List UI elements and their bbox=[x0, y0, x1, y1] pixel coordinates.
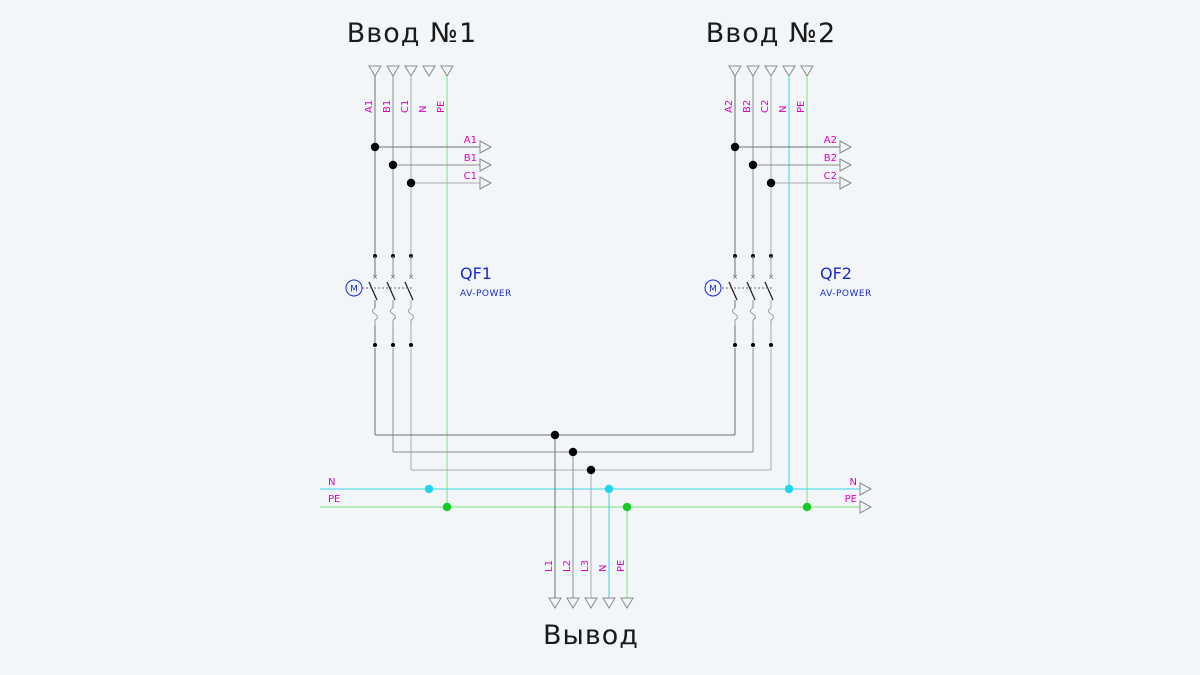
input1-terminal-n bbox=[422, 65, 436, 77]
bus-left-label-n: N bbox=[328, 477, 335, 488]
input1-label-pe: PE bbox=[436, 101, 447, 113]
output-label-pe: PE bbox=[616, 560, 627, 572]
tap1-label-b: B1 bbox=[464, 153, 477, 164]
input1-label-a: A1 bbox=[364, 100, 375, 113]
junction-pe-input1 bbox=[442, 502, 452, 512]
output-arrow-pe bbox=[620, 597, 634, 609]
input1-terminal-c bbox=[404, 65, 418, 77]
tap1-arrow-c bbox=[479, 176, 493, 190]
input1-terminal-b bbox=[386, 65, 400, 77]
tap2-label-c: C2 bbox=[824, 171, 837, 182]
qf1-name: QF1 bbox=[460, 264, 492, 283]
common-bus: N PE N PE L1 L2 L3 N PE bbox=[320, 430, 873, 609]
output-arrow-l3 bbox=[584, 597, 598, 609]
input2-terminal-a bbox=[728, 65, 742, 77]
bus-pe-arrow bbox=[859, 500, 873, 514]
breaker-qf2: × × × M bbox=[704, 254, 776, 348]
input1-label-b: B1 bbox=[382, 100, 393, 113]
input2-terminal-b bbox=[746, 65, 760, 77]
bus-n-arrow bbox=[859, 482, 873, 496]
input1-terminal-pe bbox=[440, 65, 454, 77]
output-arrow-n bbox=[602, 597, 616, 609]
qf1-motor-label: M bbox=[350, 285, 358, 295]
tap2-label-b: B2 bbox=[824, 153, 837, 164]
tap1-junction-b bbox=[388, 160, 398, 170]
output-arrow-l1 bbox=[548, 597, 562, 609]
output-label-n: N bbox=[598, 565, 609, 572]
output-title: Вывод bbox=[543, 620, 639, 651]
svg-text:×: × bbox=[732, 273, 738, 281]
bus-left-label-pe: PE bbox=[328, 494, 340, 505]
input2-label-n: N bbox=[778, 106, 789, 113]
output-label-l1: L1 bbox=[544, 560, 555, 572]
junction-pe-output bbox=[622, 502, 632, 512]
input2-terminal-n bbox=[782, 65, 796, 77]
input1-group: A1 B1 C1 N PE A1 B1 C1 × × bbox=[345, 65, 512, 507]
input1-title: Ввод №1 bbox=[347, 18, 477, 49]
bus-right-label-n: N bbox=[850, 477, 857, 488]
svg-text:×: × bbox=[750, 273, 756, 281]
input2-terminal-c bbox=[764, 65, 778, 77]
tap2-arrow-c bbox=[839, 176, 853, 190]
tap2-label-a: A2 bbox=[824, 135, 837, 146]
input2-label-a: A2 bbox=[724, 100, 735, 113]
qf2-motor-label: M bbox=[709, 285, 717, 295]
tap1-junction-c bbox=[406, 178, 416, 188]
tap1-junction-a bbox=[370, 142, 380, 152]
input2-label-c: C2 bbox=[760, 100, 771, 113]
tap1-label-c: C1 bbox=[464, 171, 477, 182]
tap2-junction-c bbox=[766, 178, 776, 188]
bus-right-label-pe: PE bbox=[845, 494, 857, 505]
qf1-model: AV-POWER bbox=[460, 289, 512, 299]
input2-title: Ввод №2 bbox=[706, 18, 836, 49]
tap2-junction-a bbox=[730, 142, 740, 152]
tap2-arrow-a bbox=[839, 140, 853, 154]
junction-n-input2 bbox=[784, 484, 794, 494]
svg-text:×: × bbox=[390, 273, 396, 281]
tap2-junction-b bbox=[748, 160, 758, 170]
junction-n-output bbox=[604, 484, 614, 494]
junction-l3 bbox=[586, 465, 596, 475]
junction-pe-input2 bbox=[802, 502, 812, 512]
qf2-model: AV-POWER bbox=[820, 289, 872, 299]
tap1-arrow-a bbox=[479, 140, 493, 154]
input1-terminal-a bbox=[368, 65, 382, 77]
input2-label-pe: PE bbox=[796, 101, 807, 113]
junction-l2 bbox=[568, 447, 578, 457]
breaker-qf1: × × × M bbox=[345, 254, 416, 348]
input1-label-c: C1 bbox=[400, 100, 411, 113]
junction-n-input1 bbox=[424, 484, 434, 494]
tap1-label-a: A1 bbox=[464, 135, 477, 146]
input2-group: A2 B2 C2 N PE A2 B2 C2 × × × bbox=[704, 65, 872, 507]
qf2-name: QF2 bbox=[820, 264, 852, 283]
svg-text:×: × bbox=[768, 273, 774, 281]
svg-text:×: × bbox=[372, 273, 378, 281]
junction-l1 bbox=[550, 430, 560, 440]
svg-text:×: × bbox=[408, 273, 414, 281]
input2-label-b: B2 bbox=[742, 100, 753, 113]
tap2-arrow-b bbox=[839, 158, 853, 172]
input2-terminal-pe bbox=[800, 65, 814, 77]
input1-label-n: N bbox=[418, 106, 429, 113]
output-arrow-l2 bbox=[566, 597, 580, 609]
output-label-l2: L2 bbox=[562, 560, 573, 572]
tap1-arrow-b bbox=[479, 158, 493, 172]
output-label-l3: L3 bbox=[580, 560, 591, 572]
